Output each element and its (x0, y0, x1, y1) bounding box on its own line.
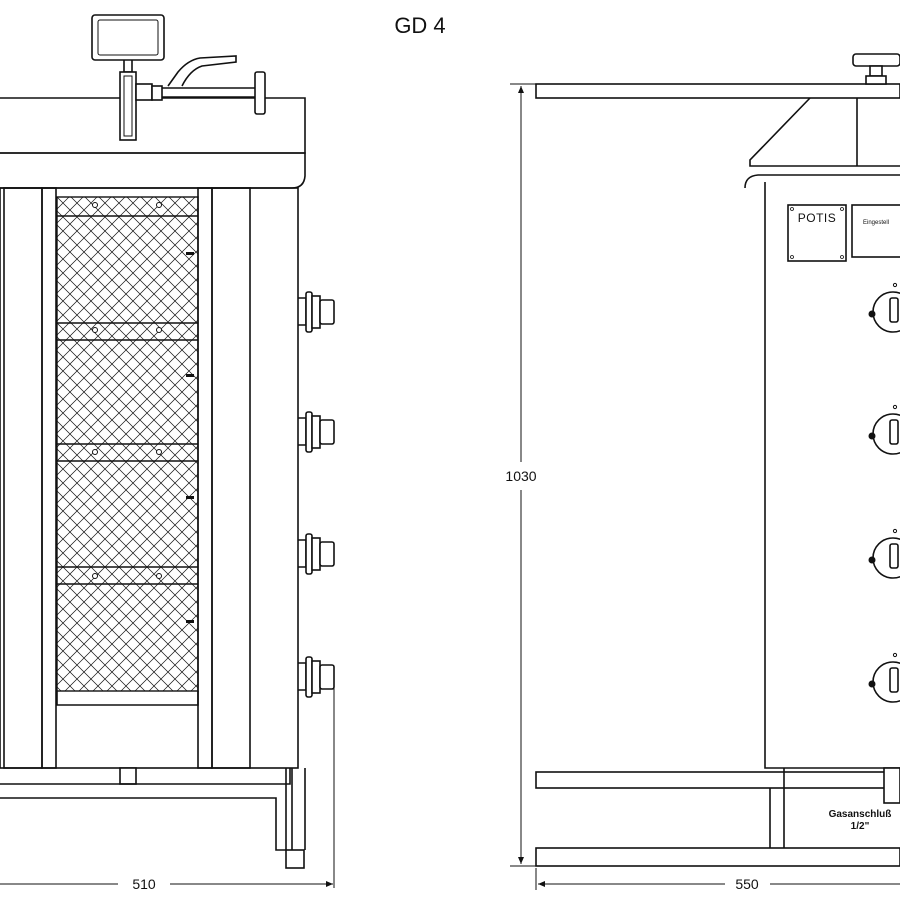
side-base-frame (535, 767, 900, 867)
left-pillar (3, 187, 43, 769)
burner-mesh-panels (56, 196, 199, 692)
side-top-plate (535, 83, 900, 99)
settings-plate: Eingestell (851, 204, 900, 258)
front-width-dimension: 510 (0, 688, 335, 892)
side-body (764, 182, 900, 769)
brand-plate: POTIS (787, 204, 847, 262)
front-base-frame (0, 767, 306, 869)
side-view: POTIS Eingestell (505, 53, 900, 892)
front-hood-lip (0, 152, 306, 189)
drawing-title: GD 4 (394, 13, 445, 38)
left-inner-pillar (41, 187, 57, 769)
gas-connection-label: Gasanschluß (829, 809, 892, 820)
top-adjustment-knob (852, 53, 900, 85)
brand-name: POTIS (798, 211, 837, 225)
drip-gap (56, 691, 199, 706)
top-motor-assembly (91, 14, 266, 141)
side-height-label: 1030 (505, 468, 536, 484)
side-depth-label: 550 (735, 876, 759, 892)
right-pillar (211, 187, 251, 769)
front-width-label: 510 (132, 876, 156, 892)
settings-plate-text: Eingestell (863, 220, 889, 226)
side-hood-lip (744, 174, 900, 189)
front-body (0, 187, 299, 769)
front-side-knobs (298, 291, 335, 698)
side-control-valves (868, 282, 900, 703)
gas-connection-size: 1/2" (851, 821, 870, 832)
side-hood-slope (749, 97, 900, 167)
side-depth-dimension: 550 (535, 868, 900, 892)
side-height-dimension: 1030 (505, 83, 540, 867)
front-view: 510 (0, 14, 335, 892)
right-inner-pillar (197, 187, 213, 769)
